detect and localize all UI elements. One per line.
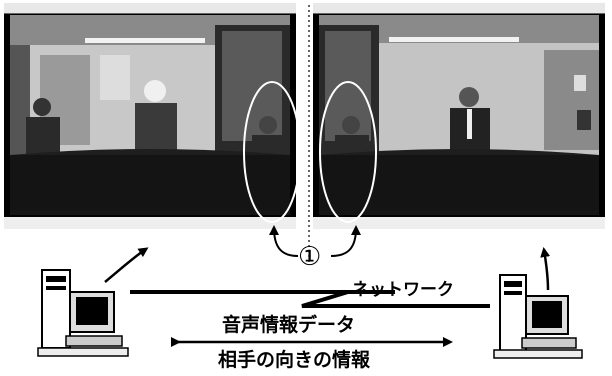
- network-label: ネットワーク: [352, 280, 454, 300]
- direction-info-label: 相手の向きの情報: [218, 349, 371, 371]
- left-video-feed: [10, 15, 290, 215]
- left-computer-icon: [37, 269, 129, 357]
- right-window-titlebar: [313, 3, 605, 14]
- right-pc-up-arrow: [540, 247, 551, 291]
- callout-number-label: ①: [298, 242, 322, 272]
- left-pc-up-arrow: [104, 247, 149, 283]
- right-window-statusbar: [313, 217, 605, 229]
- right-computer-icon: [493, 274, 583, 359]
- right-video-feed: [319, 15, 599, 215]
- network-zigzag-line: [300, 290, 490, 308]
- callout-arrow-left: [269, 225, 299, 257]
- audio-data-label: 音声情報データ: [222, 314, 356, 336]
- right-video-window: [313, 3, 605, 229]
- right-highlight-ellipse: [319, 81, 377, 223]
- left-conference-room-image: [10, 15, 290, 215]
- left-window-titlebar: [4, 3, 296, 14]
- callout-arrow-right: [330, 225, 361, 257]
- left-window-statusbar: [4, 217, 296, 229]
- right-conference-room-image: [319, 15, 599, 215]
- left-video-window: [4, 3, 296, 229]
- left-highlight-ellipse: [243, 81, 301, 223]
